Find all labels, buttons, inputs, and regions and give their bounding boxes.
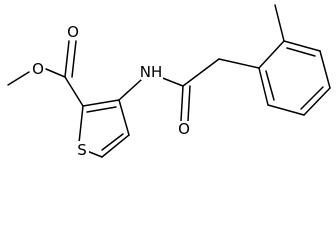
thiophene-sulfur-label: S (77, 141, 87, 159)
bond-ring-c4-c5-inner (101, 133, 124, 151)
bond-amide-carbonyl-1 (180, 85, 184, 122)
bond-benzene-2-3-inner (286, 47, 316, 57)
ester-carbonyl-oxygen-bg (66, 23, 80, 39)
bond-ring-c2-c3-inner (86, 106, 117, 113)
bond-ring-c5-s (86, 150, 103, 158)
bond-ring-c4-c5 (101, 134, 130, 158)
thiophene-sulfur-bg (75, 141, 89, 157)
amide-oxygen-bg (177, 121, 191, 137)
bonds (7, 4, 331, 158)
molecule-structure: O O NH O S (7, 4, 331, 159)
bond-nh-carbonyl (159, 76, 184, 87)
amide-oxygen-label: O (178, 120, 190, 138)
bond-ring-c2-c3 (82, 99, 120, 107)
ester-oxygen-label: O (32, 60, 44, 78)
bond-ring-c3-c4 (118, 99, 130, 136)
ester-carbonyl-oxygen-label: O (67, 23, 79, 41)
bond-benzene-4-5 (303, 87, 331, 116)
bond-amide-carbonyl-2 (187, 85, 191, 122)
bond-ring-s-c2 (78, 105, 84, 144)
bond-ester-carbonyl-1 (64, 40, 70, 78)
bond-methyl-oxygen (7, 71, 30, 86)
atom-labels: O O NH O S (31, 23, 191, 159)
bond-ch2-benzene (218, 58, 260, 69)
amide-nitrogen-bg (141, 64, 163, 80)
bond-benzene-5-6 (267, 104, 305, 116)
bond-ring-nh (118, 79, 142, 101)
bond-benzene-2-3 (283, 40, 321, 52)
bond-benzene-6-1-inner (265, 70, 275, 101)
amide-nitrogen-label: NH (140, 63, 163, 81)
ester-oxygen-bg (31, 61, 45, 77)
bond-benzene-1-2 (258, 40, 285, 69)
bond-methyl-substituent (274, 4, 285, 42)
bond-ester-ring (64, 76, 84, 107)
bond-carbonyl-ch2 (182, 58, 220, 87)
bond-benzene-4-5-inner (300, 86, 324, 110)
bond-oxygen-ester-carbon (45, 68, 66, 78)
bond-ester-carbonyl-2 (71, 40, 77, 78)
bond-benzene-3-4 (319, 50, 331, 89)
bond-benzene-6-1 (258, 67, 269, 106)
